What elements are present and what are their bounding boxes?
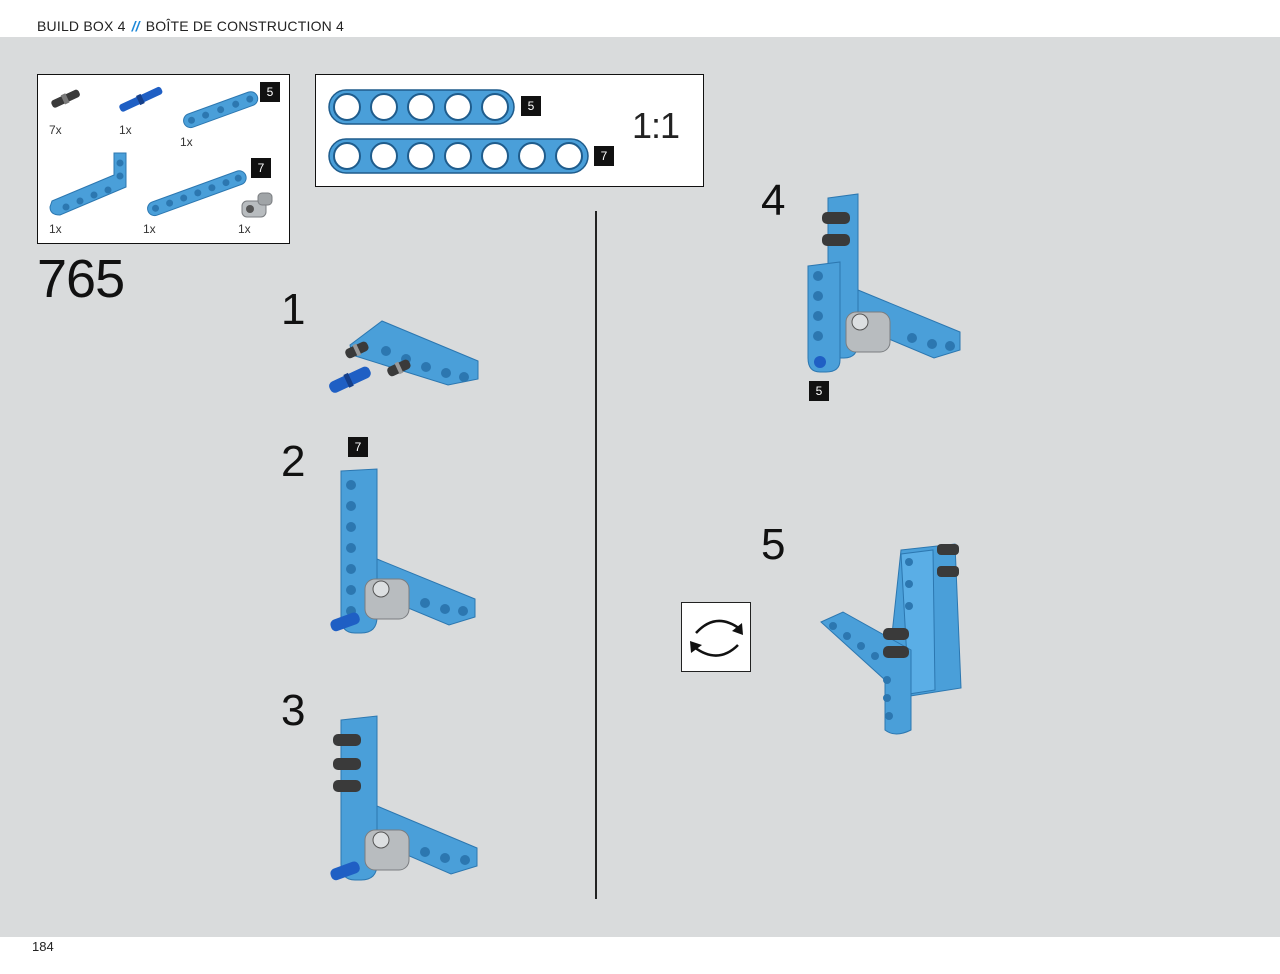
parts-illustrations (49, 86, 273, 218)
set-number: 765 (37, 249, 125, 309)
part-length-badge: 7 (251, 158, 271, 178)
column-divider (595, 211, 597, 899)
step-number: 2 (281, 437, 306, 486)
step1-illustration (329, 320, 479, 393)
part-qty: 1x (49, 222, 62, 236)
step-number: 4 (761, 176, 786, 225)
scale-label: 1:1 (632, 105, 680, 146)
beam-ruler-illustrations (328, 89, 589, 174)
blue-axle-pin-part (119, 86, 163, 112)
rotate-model-icon (690, 619, 743, 657)
rotate-model-indicator (681, 602, 751, 672)
scale-ruler: 5 7 1:1 (315, 74, 704, 187)
page-number: 184 (32, 939, 54, 954)
header-title-fr: BOÎTE DE CONSTRUCTION 4 (145, 18, 345, 34)
part-qty: 1x (143, 222, 156, 236)
ruler-beam-5 (328, 89, 515, 125)
step4-illustration (807, 193, 961, 373)
part-qty: 1x (180, 135, 193, 149)
part-qty: 1x (119, 123, 132, 137)
step-number: 5 (761, 520, 786, 569)
page-footer (0, 937, 1280, 974)
part-qty: 7x (49, 123, 62, 137)
step-number: 1 (281, 285, 306, 334)
part-length-badge: 5 (260, 82, 280, 102)
step3-illustration (330, 715, 478, 881)
beam7-part (147, 170, 247, 217)
black-pin-part (51, 89, 80, 108)
header-title-en: BUILD BOX 4 (37, 18, 126, 34)
grey-block-part (241, 192, 273, 218)
ruler-badge: 5 (521, 96, 541, 116)
ruler-badge: 7 (594, 146, 614, 166)
step2-illustration (330, 468, 476, 634)
parts-list: 7x 1x 1x 5 1x 1x 7 1x (37, 74, 290, 244)
step-length-badge: 5 (809, 381, 829, 401)
part-qty: 1x (238, 222, 251, 236)
step5-illustration (820, 543, 962, 735)
step-number: 3 (281, 686, 306, 735)
page-header: BUILD BOX 4 // BOÎTE DE CONSTRUCTION 4 (0, 0, 1280, 37)
ruler-beam-7 (328, 138, 589, 174)
header-separator: // (131, 18, 140, 34)
beam5-part (183, 91, 259, 129)
step-length-badge: 7 (348, 437, 368, 457)
l-beam-part (49, 152, 127, 216)
header-title: BUILD BOX 4 // BOÎTE DE CONSTRUCTION 4 (37, 18, 344, 34)
